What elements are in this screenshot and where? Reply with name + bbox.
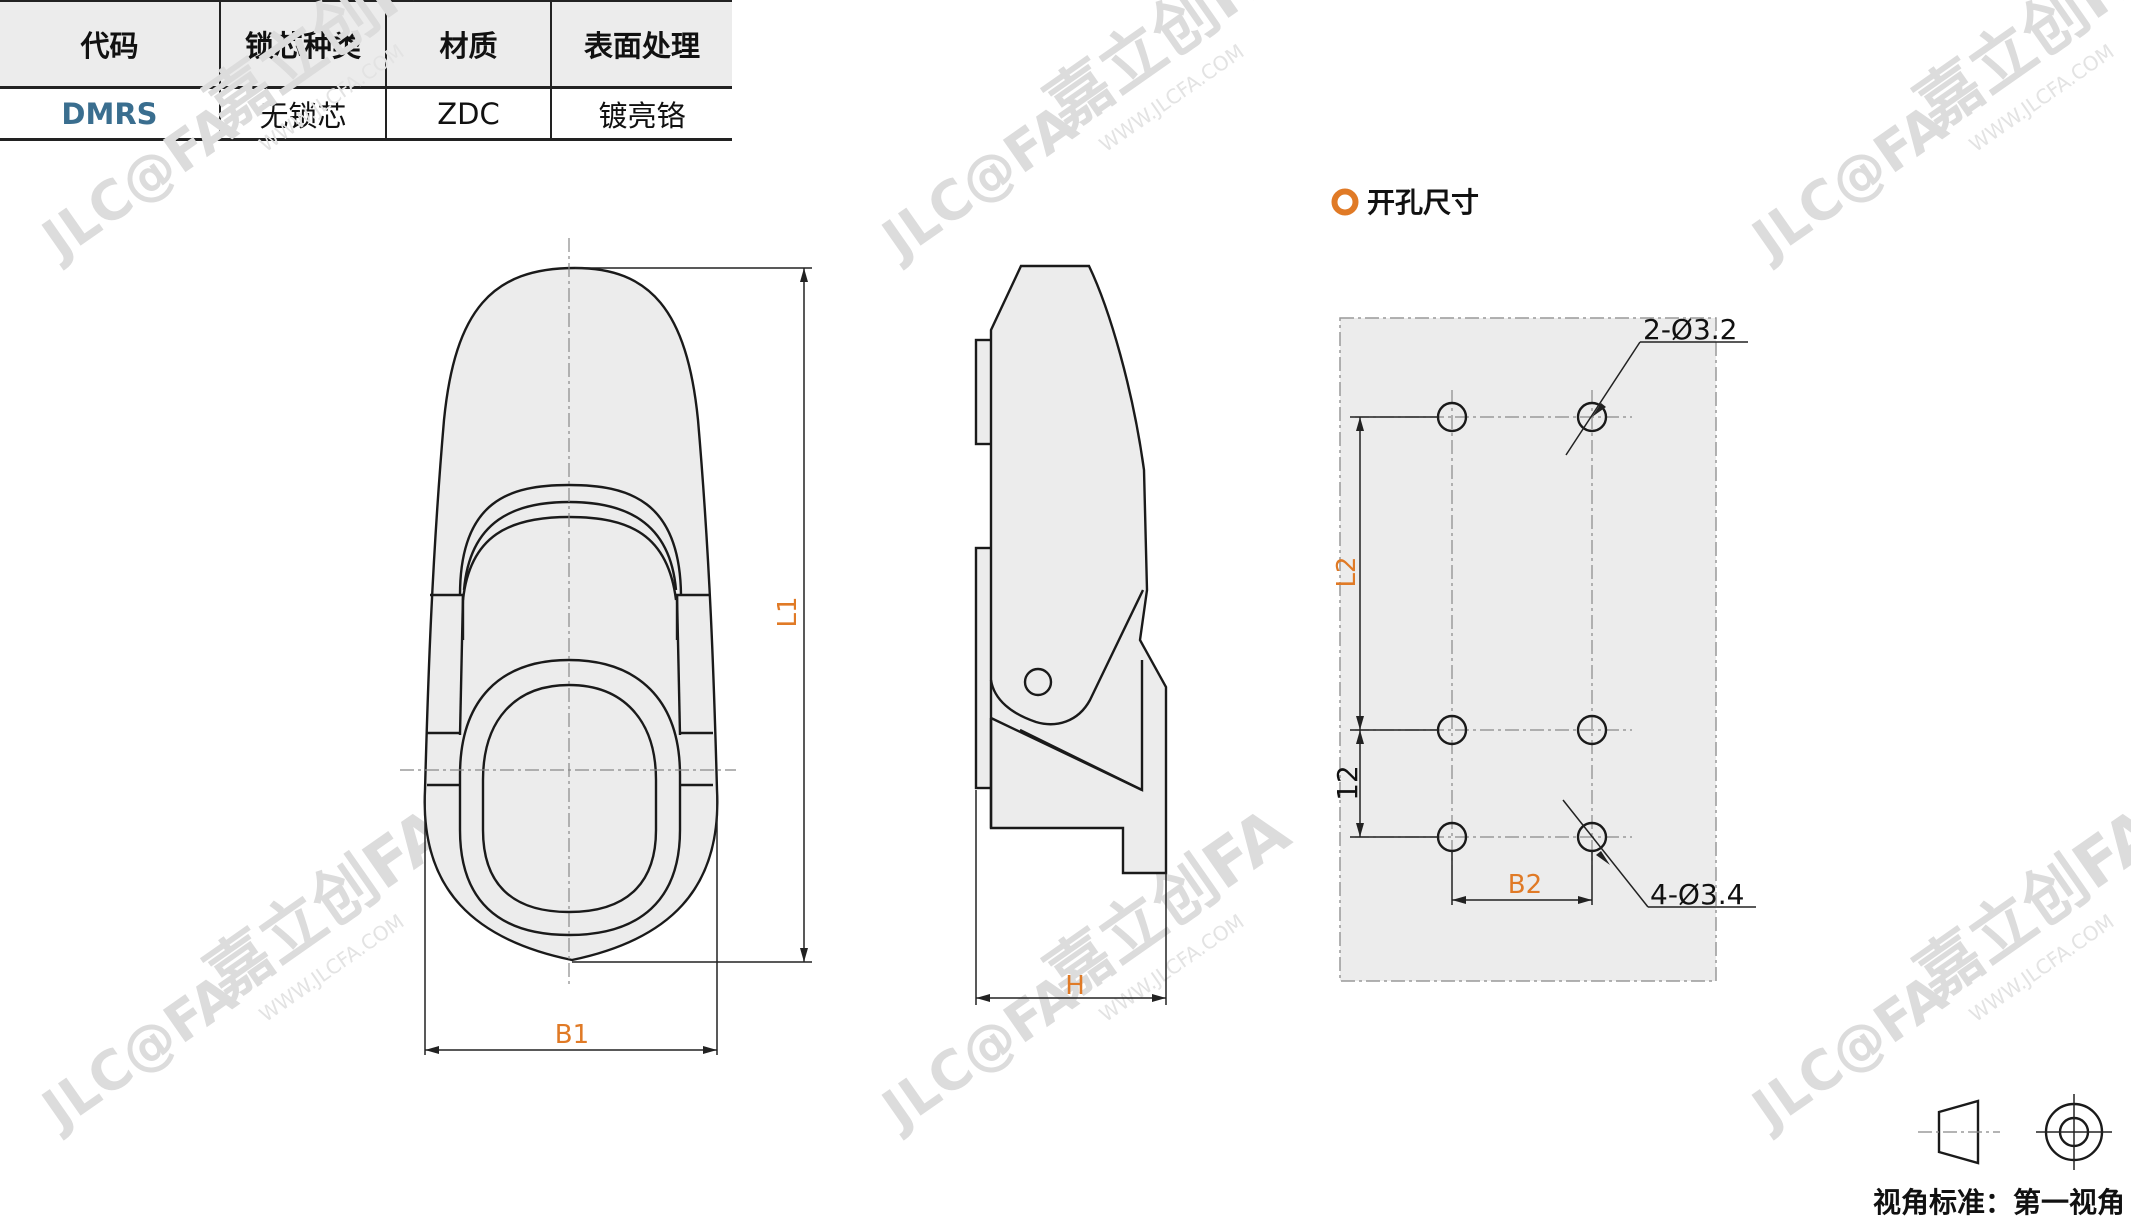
upper-button-outer-arc xyxy=(458,483,683,596)
spec-header-row: 代码 锁芯种类 材质 表面处理 xyxy=(0,0,732,89)
svg-text:JLC@FA: JLC@FA xyxy=(28,92,248,273)
projection-symbol: 视角标准：第一视角 xyxy=(1873,1094,2125,1219)
h-label: H xyxy=(1065,971,1085,1001)
svg-text:JLC@FA: JLC@FA xyxy=(1738,92,1958,273)
watermark-6: JLC@FA 嘉立创FA WWW.JLCFA.COM xyxy=(1738,794,2131,1143)
svg-text:JLC@FA: JLC@FA xyxy=(1738,962,1958,1143)
spec-table: 代码 锁芯种类 材质 表面处理 DMRS 无锁芯 ZDC 镀亮铬 xyxy=(0,0,732,141)
header-lock-type: 锁芯种类 xyxy=(220,0,387,89)
l2-arrow-bottom xyxy=(1356,716,1364,730)
b2-label: B2 xyxy=(1508,870,1542,900)
cell-surface: 镀亮铬 xyxy=(551,87,732,141)
svg-text:JLC@FA: JLC@FA xyxy=(868,92,1088,273)
l1-label: L1 xyxy=(773,596,803,627)
lower-notch-left xyxy=(427,731,460,787)
lower-notch-right xyxy=(680,731,713,787)
projection-cone-icon xyxy=(1937,1099,1980,1165)
holes-bottom-arrow xyxy=(1596,851,1610,865)
dim12-label: 12 xyxy=(1331,765,1364,801)
watermark-2: JLC@FA 嘉立创FA WWW.JLCFA.COM xyxy=(868,0,1303,273)
svg-text:嘉立创FA: 嘉立创FA xyxy=(193,0,463,144)
holes-top-label: 2-Ø3.2 xyxy=(1643,313,1738,346)
h-arrow-left xyxy=(976,994,990,1002)
side-wedge-upper xyxy=(1019,660,1144,792)
b1-arrow-left xyxy=(425,1046,439,1054)
watermark-5: JLC@FA 嘉立创FA WWW.JLCFA.COM xyxy=(868,794,1303,1143)
side-hinge-pin xyxy=(1023,667,1053,697)
l2-label: L2 xyxy=(1332,556,1362,587)
cutout-title-ring-icon xyxy=(1331,188,1359,216)
svg-text:JLC@FA: JLC@FA xyxy=(868,962,1088,1143)
holes-bottom-label: 4-Ø3.4 xyxy=(1650,878,1745,911)
watermark-3: JLC@FA 嘉立创FA WWW.JLCFA.COM xyxy=(1738,0,2131,273)
holes-bottom-leader xyxy=(1562,799,1649,908)
l1-arrow-bottom xyxy=(800,948,808,962)
header-code: 代码 xyxy=(0,0,221,89)
cell-lock-type: 无锁芯 xyxy=(220,87,387,141)
l2-arrow-top xyxy=(1356,417,1364,431)
holes-top-leader xyxy=(1565,341,1641,456)
watermark-1: JLC@FA 嘉立创FA WWW.JLCFA.COM xyxy=(28,0,463,273)
header-surface: 表面处理 xyxy=(551,0,732,89)
lower-button-outer xyxy=(458,658,682,937)
svg-text:嘉立创FA: 嘉立创FA xyxy=(1033,0,1303,144)
middle-side-left xyxy=(458,594,465,736)
dim12-arrow-bottom xyxy=(1356,823,1364,837)
cell-code: DMRS xyxy=(0,87,221,141)
b1-label: B1 xyxy=(555,1020,589,1050)
side-body-outline xyxy=(989,264,1168,875)
b1-arrow-right xyxy=(703,1046,717,1054)
h-arrow-right xyxy=(1152,994,1166,1002)
middle-side-right xyxy=(675,594,682,736)
dim12-arrow-top xyxy=(1356,730,1364,744)
b2-arrow-left xyxy=(1452,896,1466,904)
side-tab-lower xyxy=(974,546,994,790)
cutout-title: 开孔尺寸 xyxy=(1367,186,1479,219)
side-lever-profile xyxy=(989,589,1145,726)
side-view: H xyxy=(974,264,1168,1005)
table-row: DMRS 无锁芯 ZDC 镀亮铬 xyxy=(0,87,732,141)
hole-top-right xyxy=(1576,401,1608,433)
front-body-outline xyxy=(423,266,719,962)
header-material: 材质 xyxy=(386,0,552,89)
side-tab-upper xyxy=(974,338,994,446)
front-view: L1 B1 xyxy=(400,238,812,1055)
projection-label: 视角标准：第一视角 xyxy=(1873,1186,2125,1219)
watermark-4: JLC@FA 嘉立创FA WWW.JLCFA.COM xyxy=(28,794,463,1143)
b2-arrow-right xyxy=(1578,896,1592,904)
cutout-panel xyxy=(1339,317,1717,982)
hole-mid-right xyxy=(1576,714,1608,746)
cutout-view: 开孔尺寸 L2 12 B2 xyxy=(1331,186,1756,982)
holes-top-arrow xyxy=(1592,403,1606,417)
svg-text:JLC@FA: JLC@FA xyxy=(28,962,248,1143)
lower-button-inner xyxy=(481,683,658,914)
l1-arrow-top xyxy=(800,268,808,282)
cell-material: ZDC xyxy=(386,87,552,141)
